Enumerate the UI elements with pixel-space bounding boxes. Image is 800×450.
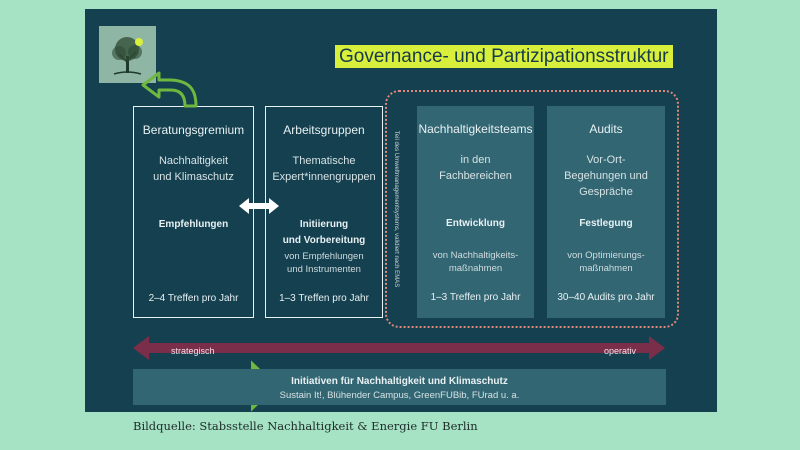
box-role: Empfehlungen xyxy=(158,219,229,230)
box-frequency: 1–3 Treffen pro Jahr xyxy=(279,293,369,304)
initiatives-list: Sustain It!, Blühender Campus, GreenFUBi… xyxy=(279,390,520,401)
box-detail: von Optimierungs-maßnahmen xyxy=(567,250,645,274)
box-heading: Audits xyxy=(589,122,623,136)
axis-label-strategisch: strategisch xyxy=(171,346,215,356)
curved-arrow-up-icon xyxy=(141,71,198,108)
box-heading: Arbeitsgruppen xyxy=(283,123,365,137)
axis-label-operativ: operativ xyxy=(604,346,637,356)
slide: Governance- und Partizipationsstruktur T… xyxy=(85,9,717,412)
double-arrow-icon xyxy=(239,198,279,214)
initiatives-bar: Initiativen für Nachhaltigkeit und Klima… xyxy=(133,369,666,405)
box-heading: Beratungsgremium xyxy=(142,123,245,137)
logo xyxy=(99,26,156,83)
tree-icon xyxy=(112,37,143,75)
box-role: Festlegung xyxy=(579,218,633,229)
emas-group-border xyxy=(385,90,679,328)
page-title: Governance- und Partizipationsstruktur xyxy=(335,45,673,68)
box-frequency: 30–40 Audits pro Jahr xyxy=(557,292,655,303)
box-frequency: 2–4 Treffen pro Jahr xyxy=(148,293,239,304)
box-detail: von Nachhaltigkeits-maßnahmen xyxy=(432,250,519,274)
initiatives-title: Initiativen für Nachhaltigkeit und Klima… xyxy=(291,376,508,387)
strategic-operative-arrow xyxy=(133,336,665,360)
box-heading: Nachhaltigkeitsteams xyxy=(418,122,533,136)
box-frequency: 1–3 Treffen pro Jahr xyxy=(430,292,521,303)
box-role: Entwicklung xyxy=(446,218,505,229)
image-source-caption: Bildquelle: Stabsstelle Nachhaltigkeit &… xyxy=(133,419,478,433)
